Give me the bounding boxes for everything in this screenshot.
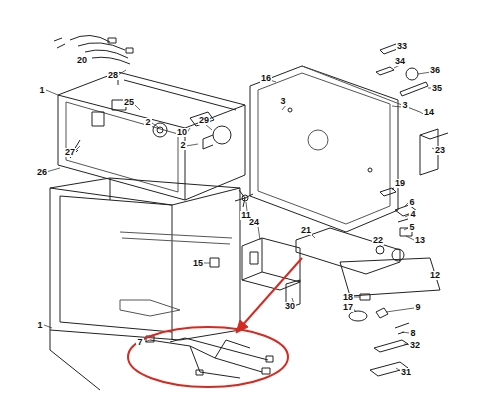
callout-number: 2 (144, 118, 151, 127)
callout-number: 34 (394, 57, 406, 66)
callout-number: 23 (434, 146, 446, 155)
callout-number: 5 (408, 223, 415, 232)
callout-number: 1 (36, 321, 43, 330)
callout-number: 4 (409, 210, 416, 219)
callout-number: 3 (401, 101, 408, 110)
callout-number: 30 (284, 302, 296, 311)
callout-number: 12 (429, 271, 441, 280)
callout-number: 14 (423, 108, 435, 117)
callout-number: 8 (409, 329, 416, 338)
callout-number: 24 (248, 218, 260, 227)
callout-number: 15 (192, 259, 204, 268)
callout-number: 19 (394, 179, 406, 188)
callout-number: 20 (76, 56, 88, 65)
callout-number: 1 (38, 86, 45, 95)
callout-number: 9 (414, 303, 421, 312)
callout-number: 29 (198, 116, 210, 125)
callout-number: 16 (260, 74, 272, 83)
callout-number: 3 (279, 97, 286, 106)
callout-number: 7 (136, 338, 143, 347)
callout-number: 32 (409, 341, 421, 350)
callout-number: 22 (372, 236, 384, 245)
callout-number: 10 (176, 128, 188, 137)
callout-number: 35 (431, 84, 443, 93)
callout-number: 17 (342, 303, 354, 312)
callout-number: 18 (342, 293, 354, 302)
callout-number: 26 (36, 168, 48, 177)
callout-number: 31 (400, 368, 412, 377)
callout-number: 36 (429, 66, 441, 75)
callout-number: 13 (414, 236, 426, 245)
callout-number: 33 (396, 42, 408, 51)
callout-number: 27 (64, 148, 76, 157)
callout-number: 25 (123, 98, 135, 107)
callout-number: 6 (408, 198, 415, 207)
callout-number: 28 (107, 71, 119, 80)
callout-number: 21 (300, 226, 312, 235)
callout-number: 2 (179, 141, 186, 150)
